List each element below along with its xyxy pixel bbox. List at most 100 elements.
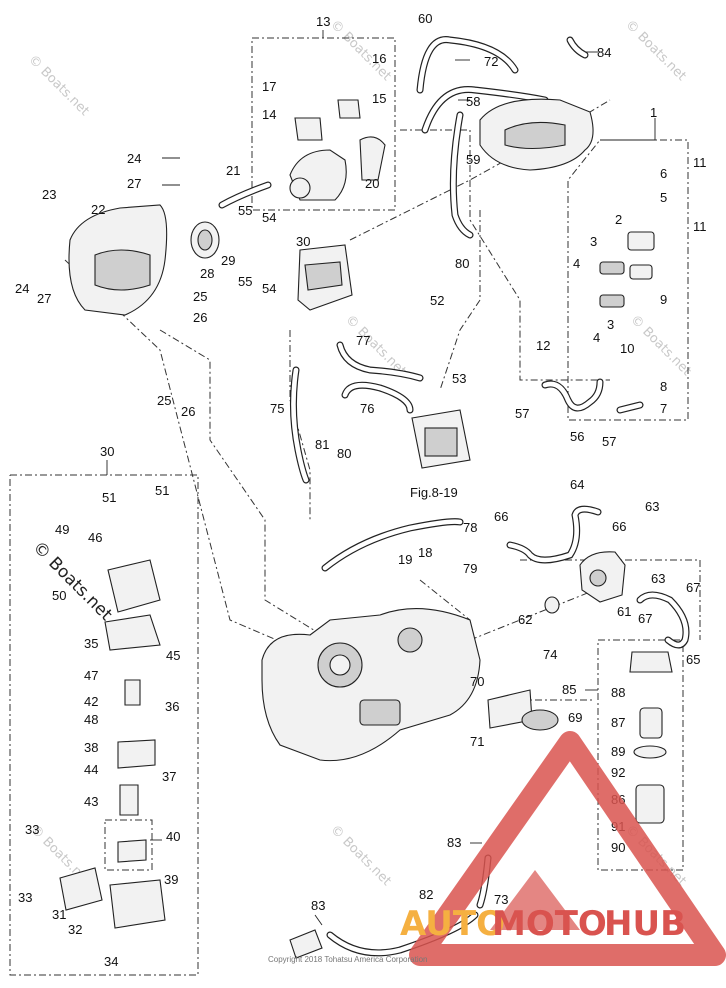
separator-cover-part <box>107 559 161 613</box>
label-46: 46 <box>88 530 102 545</box>
label-19: 19 <box>398 552 412 567</box>
label-11b: 11 <box>693 219 707 234</box>
label-55b: 55 <box>238 274 252 289</box>
label-67b: 67 <box>638 611 652 626</box>
label-9: 9 <box>660 292 667 307</box>
parts <box>59 98 673 959</box>
label-82: 82 <box>419 887 433 902</box>
fig-ref-caption: Fig.8-19 <box>410 485 458 500</box>
label-47: 47 <box>84 668 98 683</box>
label-72: 72 <box>484 54 498 69</box>
label-51a: 51 <box>102 490 116 505</box>
label-30a: 30 <box>296 234 310 249</box>
label-39: 39 <box>164 872 178 887</box>
label-23: 23 <box>42 187 56 202</box>
label-28: 28 <box>200 266 214 281</box>
logo-text-hub: HUB <box>604 904 686 944</box>
label-49: 49 <box>55 522 69 537</box>
label-32: 32 <box>68 922 82 937</box>
label-27a: 27 <box>127 176 141 191</box>
label-50: 50 <box>52 588 66 603</box>
watermark-main: © Boats.net <box>28 537 116 625</box>
label-13: 13 <box>316 14 330 29</box>
label-37: 37 <box>162 769 176 784</box>
label-54a: 54 <box>262 210 276 225</box>
label-57b: 57 <box>602 434 616 449</box>
label-54b: 54 <box>262 281 276 296</box>
label-27b: 27 <box>37 291 51 306</box>
logo-text-moto: MOTO <box>492 904 607 944</box>
label-78: 78 <box>463 520 477 535</box>
label-20: 20 <box>365 176 379 191</box>
label-66b: 66 <box>612 519 626 534</box>
label-33a: 33 <box>25 822 39 837</box>
label-14: 14 <box>262 107 276 122</box>
label-90: 90 <box>611 840 625 855</box>
part-labels: 1 2 3 3 4 4 5 6 7 8 9 10 11 11 12 13 14 … <box>15 11 707 969</box>
label-75: 75 <box>270 401 284 416</box>
fuel-filter-part <box>629 651 673 673</box>
hoses <box>218 36 690 957</box>
label-3a: 3 <box>590 234 597 249</box>
watermark-6: © Boats.net <box>327 822 394 889</box>
label-2: 2 <box>615 212 622 227</box>
label-60: 60 <box>418 11 432 26</box>
label-51b: 51 <box>155 483 169 498</box>
leader-lines <box>106 30 656 926</box>
label-88: 88 <box>611 685 625 700</box>
label-74: 74 <box>543 647 557 662</box>
label-38: 38 <box>84 740 98 755</box>
label-56: 56 <box>570 429 584 444</box>
label-65: 65 <box>686 652 700 667</box>
label-61: 61 <box>617 604 631 619</box>
group-outlines <box>9 37 701 976</box>
label-18: 18 <box>418 545 432 560</box>
label-34: 34 <box>104 954 118 969</box>
engine-block-part <box>261 608 481 762</box>
label-24a: 24 <box>127 151 141 166</box>
label-71: 71 <box>470 734 484 749</box>
label-73: 73 <box>494 892 508 907</box>
label-6: 6 <box>660 166 667 181</box>
label-81: 81 <box>315 437 329 452</box>
label-25a: 25 <box>193 289 207 304</box>
label-10: 10 <box>620 341 634 356</box>
label-58: 58 <box>466 94 480 109</box>
label-80a: 80 <box>455 256 469 271</box>
label-77: 77 <box>356 333 370 348</box>
label-26b: 26 <box>181 404 195 419</box>
label-43: 43 <box>84 794 98 809</box>
label-17: 17 <box>262 79 276 94</box>
automotohub-logo: AUTO MOTO HUB <box>400 731 726 966</box>
label-11a: 11 <box>693 155 707 170</box>
label-92: 92 <box>611 765 625 780</box>
label-80b: 80 <box>337 446 351 461</box>
label-26a: 26 <box>193 310 207 325</box>
watermark-1: © Boats.net <box>25 52 92 119</box>
label-35: 35 <box>84 636 98 651</box>
label-69: 69 <box>568 710 582 725</box>
label-44: 44 <box>84 762 98 777</box>
label-66a: 66 <box>494 509 508 524</box>
label-3b: 3 <box>607 317 614 332</box>
label-64: 64 <box>570 477 584 492</box>
label-55a: 55 <box>238 203 252 218</box>
label-33b: 33 <box>18 890 32 905</box>
label-40: 40 <box>166 829 180 844</box>
label-45: 45 <box>166 648 180 663</box>
label-48: 48 <box>84 712 98 727</box>
watermark-3: © Boats.net <box>622 17 689 84</box>
label-63a: 63 <box>645 499 659 514</box>
label-29: 29 <box>221 253 235 268</box>
label-62: 62 <box>518 612 532 627</box>
label-52: 52 <box>430 293 444 308</box>
label-36: 36 <box>165 699 179 714</box>
label-15: 15 <box>372 91 386 106</box>
label-53: 53 <box>452 371 466 386</box>
label-1: 1 <box>650 105 657 120</box>
label-83b: 83 <box>311 898 325 913</box>
label-31: 31 <box>52 907 66 922</box>
label-89: 89 <box>611 744 625 759</box>
label-16: 16 <box>372 51 386 66</box>
